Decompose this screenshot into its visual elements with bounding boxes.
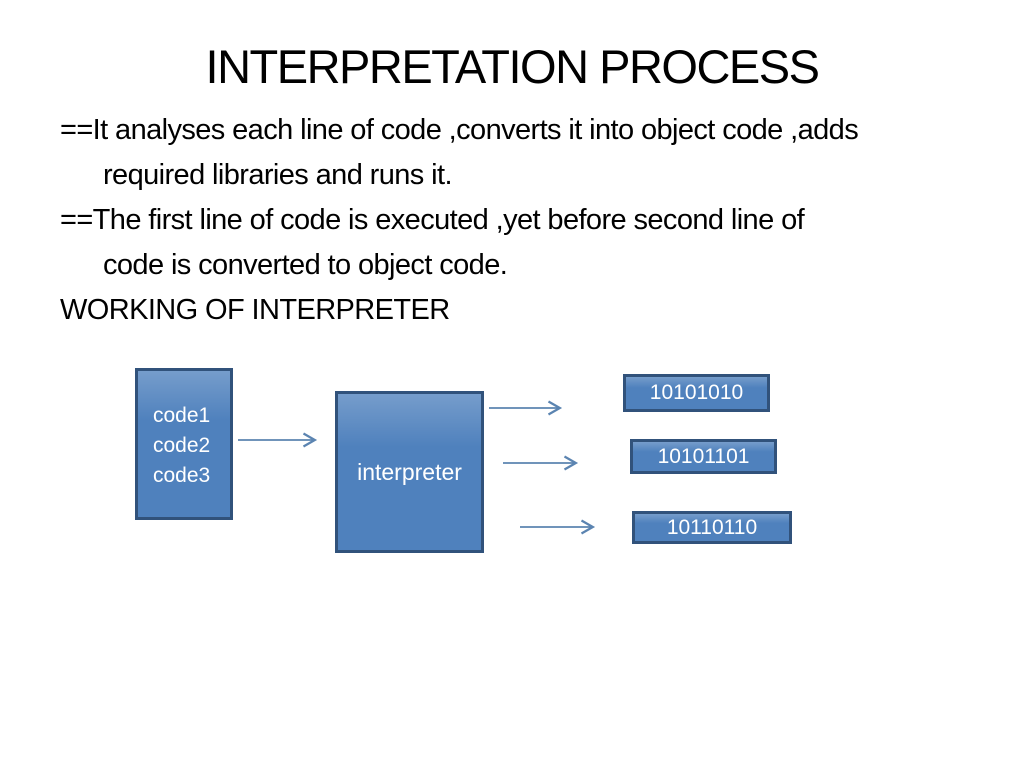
output-box-3: 10110110 (632, 511, 792, 544)
source-code-line-3: code3 (153, 464, 211, 487)
body-heading-working: WORKING OF INTERPRETER (60, 294, 450, 326)
output-box-2: 10101101 (630, 439, 777, 474)
body-line-2: required libraries and runs it. (103, 159, 453, 191)
output-box-1-label: 10101010 (649, 381, 744, 404)
body-line-3: ==The first line of code is executed ,ye… (60, 204, 805, 236)
source-code-line-2: code2 (153, 434, 211, 457)
interpreter-box: interpreter (335, 391, 484, 553)
output-box-3-label: 10110110 (666, 515, 758, 539)
output-box-2-label: 10101101 (657, 444, 750, 468)
slide-body: ==It analyses each line of code ,convert… (60, 108, 990, 333)
interpreter-box-label: interpreter (357, 458, 462, 485)
body-line-1: ==It analyses each line of code ,convert… (60, 114, 859, 146)
source-code-box: code1 code2 code3 (135, 368, 233, 520)
body-line-4: code is converted to object code. (103, 249, 508, 281)
output-box-1: 10101010 (623, 374, 770, 412)
source-code-line-1: code1 (153, 404, 211, 427)
slide-title: INTERPRETATION PROCESS (205, 40, 820, 93)
